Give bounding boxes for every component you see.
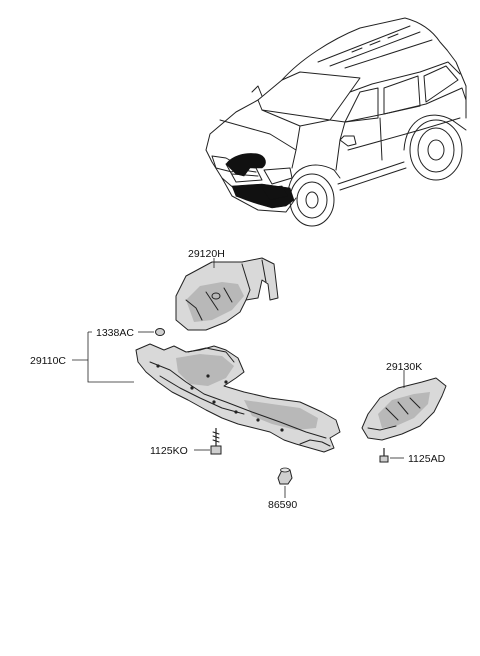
label-29130k: 29130K [386,361,422,373]
part-1338ac-clip [155,328,165,336]
part-29120h-cover [175,257,279,331]
part-29110c-under-cover [135,343,341,453]
label-29120h: 29120H [188,248,225,260]
label-1338ac: 1338AC [96,327,134,339]
part-29130k-cover [361,377,447,441]
label-86590: 86590 [268,499,297,511]
label-1125ko: 1125KO [150,445,188,457]
vehicle-illustration [205,17,467,227]
label-1125ad: 1125AD [408,453,446,465]
leader-29110c [72,331,134,383]
label-29110c: 29110C [30,355,66,367]
part-1125ko-bolt [210,428,222,455]
part-1125ad-bolt [379,448,389,463]
part-86590-nut [277,467,293,485]
